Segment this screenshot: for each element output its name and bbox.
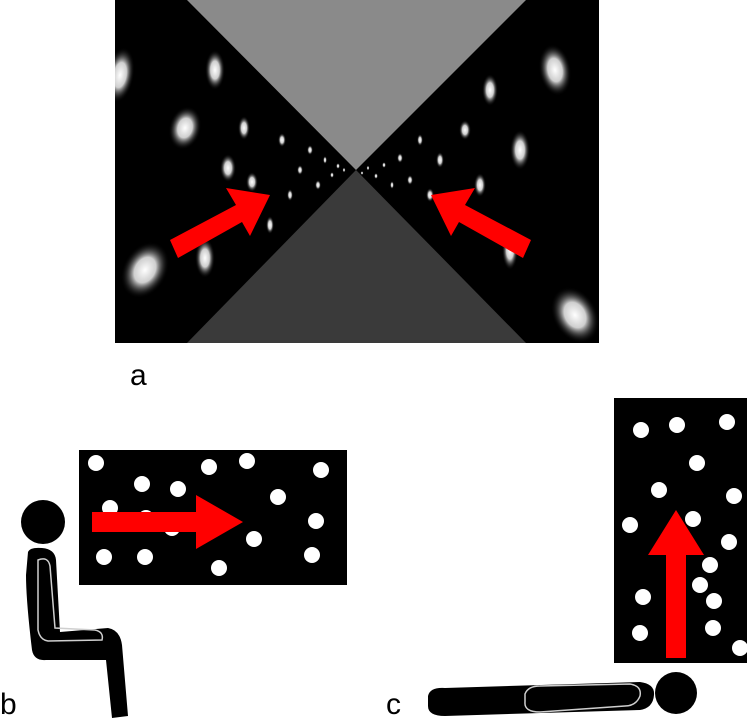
panel-b: b <box>0 450 347 721</box>
screen-dot <box>719 414 735 430</box>
corridor-dot <box>397 153 403 163</box>
screen-dot <box>304 547 320 563</box>
corridor-dot <box>266 216 274 234</box>
corridor-dot <box>307 145 313 155</box>
screen-dot <box>622 517 638 533</box>
red-arrow-icon-left <box>170 188 270 258</box>
corridor-dot <box>426 188 434 202</box>
screen-dot <box>239 453 255 469</box>
corridor-dot <box>238 116 250 140</box>
corridor-floor <box>187 170 526 343</box>
screen-dot <box>170 481 186 497</box>
screen-dot <box>632 625 648 641</box>
screen-dot <box>633 422 649 438</box>
red-arrow-icon-right <box>431 188 531 258</box>
corridor-dot <box>374 173 378 179</box>
screen-dot <box>685 511 701 527</box>
screen-dot <box>270 489 286 505</box>
panel-label-b: b <box>0 688 17 721</box>
screen-dot <box>692 577 708 593</box>
corridor-dot <box>366 165 370 171</box>
corridor-dot <box>168 106 202 150</box>
panel-label-c: c <box>386 688 401 721</box>
screen-dot <box>137 549 153 565</box>
screen-dot <box>96 549 112 565</box>
screen-dot <box>246 531 262 547</box>
screen-dot <box>635 589 651 605</box>
corridor-dot <box>205 50 225 90</box>
corridor-dot <box>538 44 572 96</box>
corridor-dot <box>120 241 170 299</box>
panel-a-corridor <box>115 0 599 343</box>
screen-dot <box>721 534 737 550</box>
corridor-dot <box>323 156 327 164</box>
corridor-dot <box>417 134 423 146</box>
corridor-dot <box>459 120 471 140</box>
panel-label-a: a <box>130 359 147 392</box>
screen-dot <box>201 459 217 475</box>
corridor-dot <box>315 180 321 190</box>
corridor-dot <box>297 165 303 175</box>
corridor-dot <box>287 189 293 201</box>
corridor-dot <box>330 172 334 178</box>
panel-c: c <box>386 398 748 721</box>
corridor-dot <box>278 133 286 147</box>
corridor-dot <box>336 163 340 169</box>
screen-dot <box>732 640 748 656</box>
screen-dot <box>706 593 722 609</box>
corridor-dot <box>436 152 444 168</box>
red-arrow-icon-vertical <box>648 510 704 658</box>
corridor-dot <box>246 172 258 192</box>
screen-dots-c <box>622 414 748 656</box>
screen-dot <box>313 462 329 478</box>
lying-person-icon <box>428 672 697 716</box>
corridor-dot <box>382 162 386 168</box>
screen-dot <box>651 482 667 498</box>
corridor-ceiling <box>187 0 526 170</box>
corridor-dot <box>510 130 530 170</box>
corridor-wall-dots <box>115 44 599 343</box>
corridor-dot <box>482 74 498 106</box>
screen-dot <box>689 455 705 471</box>
screen-dot <box>88 455 104 471</box>
corridor-dot <box>115 47 135 103</box>
corridor-dot <box>195 238 215 278</box>
screen-dot <box>669 417 685 433</box>
corridor-dot <box>360 171 364 175</box>
corridor-dot <box>407 175 413 185</box>
screen-dot <box>308 513 324 529</box>
corridor-dot <box>550 286 599 343</box>
seated-person-icon <box>21 500 128 718</box>
corridor-dot <box>342 167 346 173</box>
screen-dot <box>211 560 227 576</box>
screen-dot <box>134 476 150 492</box>
screen-dot <box>702 557 718 573</box>
screen-dot <box>705 620 721 636</box>
red-arrow-icon-horizontal <box>92 495 243 549</box>
corridor-dot <box>390 181 394 189</box>
screen-dot <box>726 488 742 504</box>
corridor-dot <box>474 173 486 197</box>
corridor-dot <box>220 154 236 182</box>
